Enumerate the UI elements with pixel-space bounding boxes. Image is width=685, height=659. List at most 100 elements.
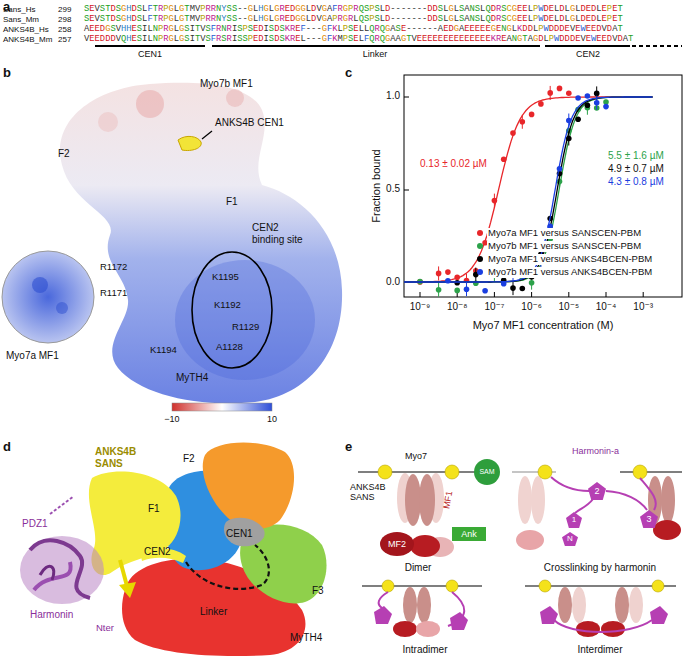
- structure-label: ANKS4B CEN1: [215, 117, 284, 129]
- axis-tick: 10⁻⁶: [521, 301, 542, 313]
- axis-title: Fraction bound: [370, 149, 383, 222]
- sequence: SEVSTDSGHDSLFTRPGLGTMVPRRNYSS--GLHGLGRED…: [84, 14, 623, 24]
- domain-label: MyTH4: [176, 372, 208, 384]
- domain-label: F2: [58, 148, 70, 160]
- domain-label: CEN2: [144, 546, 171, 558]
- data-point: [501, 157, 507, 163]
- fit-curve: [404, 97, 653, 282]
- protein-label: Harmonin: [30, 609, 73, 621]
- data-point: [566, 136, 572, 142]
- data-point: [520, 119, 526, 125]
- residue-number: 298: [58, 15, 71, 24]
- node-text: N: [567, 535, 573, 543]
- protein-label: Myo7: [405, 451, 427, 461]
- protein-label: ANKS4B SANS: [350, 482, 390, 503]
- panel-letter: c: [345, 66, 352, 81]
- axis-tick: 10⁻⁴: [596, 301, 617, 313]
- data-point: [529, 112, 535, 118]
- legend-text: Myo7b MF1 versus SANSCEN-PBM: [487, 241, 642, 252]
- residue-number: 257: [58, 35, 71, 44]
- data-point: [538, 101, 544, 107]
- protein-label: ANKS4B SANS: [95, 446, 147, 469]
- node-text: MF2: [388, 540, 406, 549]
- colorbar-tick: −10: [164, 414, 179, 424]
- residue-number: 258: [58, 25, 71, 34]
- domain-pentagon: 2: [588, 482, 606, 500]
- sequence-name: ANKS4B_Mm: [3, 35, 52, 44]
- legend-text: Myo7b MF1 versus ANKS4BCEN-PBM: [487, 267, 653, 278]
- domain-label: F3: [312, 585, 324, 597]
- domain-ellipse: MF2: [380, 532, 414, 556]
- region-label: CEN2: [576, 49, 600, 59]
- axis-tick: 10⁻⁹: [410, 301, 431, 313]
- data-point: [464, 286, 470, 292]
- legend-swatch: [477, 230, 483, 236]
- axis-tick: 10⁻⁸: [447, 301, 468, 313]
- residue-label: K1192: [214, 300, 241, 311]
- axis-tick: 0.0: [386, 276, 400, 288]
- domain-label: F2: [183, 453, 195, 465]
- legend-swatch: [477, 243, 483, 249]
- data-point: [482, 288, 488, 294]
- legend-text: Myo7a MF1 versus ANKS4BCEN-PBM: [487, 254, 653, 265]
- residue-label: R1129: [232, 322, 259, 333]
- data-point: [436, 287, 442, 293]
- domain-label: F1: [148, 503, 160, 515]
- data-point: [445, 269, 451, 275]
- legend-row: Myo7b MF1 versus SANSCEN-PBM: [477, 241, 642, 252]
- data-point: [510, 285, 516, 291]
- residue-label: K1195: [212, 272, 239, 283]
- sequence: VEEDDDVQHESILNPRGLGSITVSFRSRISSPEDISDSKR…: [84, 34, 633, 44]
- domain-pentagon: N: [562, 532, 578, 546]
- data-point: [510, 130, 516, 136]
- data-point: [501, 281, 507, 287]
- legend-swatch: [477, 256, 483, 262]
- data-point: [566, 118, 572, 124]
- domain-label: F1: [226, 196, 238, 208]
- data-point: [557, 86, 563, 92]
- fit-value: 0.13 ± 0.02 µM: [420, 158, 487, 170]
- sequence-name: Sans_Mm: [3, 15, 39, 24]
- domain-label: PDZ1: [22, 518, 48, 530]
- site-label: CEN2 binding site: [252, 222, 310, 245]
- fit-curve: [404, 97, 653, 282]
- axis-title: Myo7 MF1 concentration (M): [473, 319, 614, 332]
- domain-pentagon: 3: [640, 510, 658, 528]
- fit-value: 5.5 ± 1.6 µM: [608, 150, 664, 162]
- protein-label: Harmonin-a: [572, 446, 619, 456]
- residue-label: R1171: [100, 288, 127, 299]
- domain-label: MyTH4: [290, 632, 322, 644]
- data-point: [520, 286, 526, 292]
- legend-swatch: [477, 269, 483, 275]
- node-text: 3: [646, 515, 651, 524]
- fit-value: 4.9 ± 0.7 µM: [608, 163, 664, 175]
- node-text: 1: [572, 516, 576, 524]
- axis-tick: 10⁻⁷: [484, 301, 504, 313]
- sequence: SEVSTDSGHDSLFTRPGLGTMVPRRNYSS--GLHGLGRED…: [84, 4, 623, 14]
- domain-label: MF1: [441, 490, 454, 510]
- data-point: [585, 103, 591, 109]
- data-point: [594, 100, 600, 106]
- domain-label: Linker: [200, 606, 227, 618]
- data-point: [603, 104, 609, 110]
- data-point: [594, 91, 600, 97]
- panel-letter: e: [345, 440, 352, 455]
- structure-label: Myo7b MF1: [200, 78, 253, 90]
- legend-text: Myo7a MF1 versus SANSCEN-PBM: [487, 228, 642, 239]
- fit-value: 4.3 ± 0.8 µM: [608, 176, 664, 188]
- data-point: [557, 166, 563, 172]
- fit-curve: [404, 97, 653, 282]
- sequence-name: Sans_Hs: [3, 5, 35, 14]
- data-point: [575, 117, 581, 123]
- data-point: [454, 280, 460, 286]
- domain-circle: SAM: [474, 459, 500, 485]
- region-label: CEN1: [138, 49, 162, 59]
- domain-pentagon: 1: [566, 512, 582, 528]
- data-point: [454, 288, 460, 294]
- data-point: [529, 280, 535, 286]
- axis-tick: 1.0: [386, 90, 400, 102]
- sequence: AEEDGSVHHESILNPRGLGSITVSFRNRISPSEDISDSKR…: [84, 24, 623, 34]
- state-label: Crosslinking by harmonin: [544, 562, 656, 574]
- state-label: Interdimer: [577, 644, 622, 656]
- data-point: [547, 90, 553, 96]
